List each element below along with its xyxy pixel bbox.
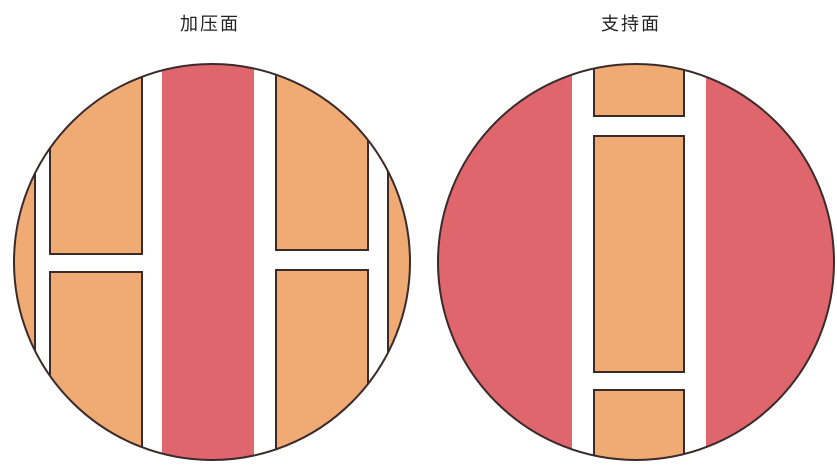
left-pad-far-right xyxy=(387,159,410,411)
caption-pressure-face: 加压面 xyxy=(180,14,240,35)
left-pressed-strip xyxy=(162,64,254,460)
right-pad-middle xyxy=(593,135,685,373)
right-pad-bottom xyxy=(593,389,685,460)
left-pad-lower-right xyxy=(275,269,369,460)
left-pad-upper-left xyxy=(49,69,143,255)
caption-support-face: 支持面 xyxy=(601,14,661,35)
left-disc-outline xyxy=(13,63,411,461)
left-disc-pressure-face xyxy=(14,64,410,460)
right-pad-top xyxy=(593,64,685,117)
right-disc-support-face xyxy=(438,64,834,460)
left-pad-far-left xyxy=(14,159,36,411)
left-pad-lower-left xyxy=(49,271,143,460)
right-disc-outline xyxy=(437,63,835,461)
